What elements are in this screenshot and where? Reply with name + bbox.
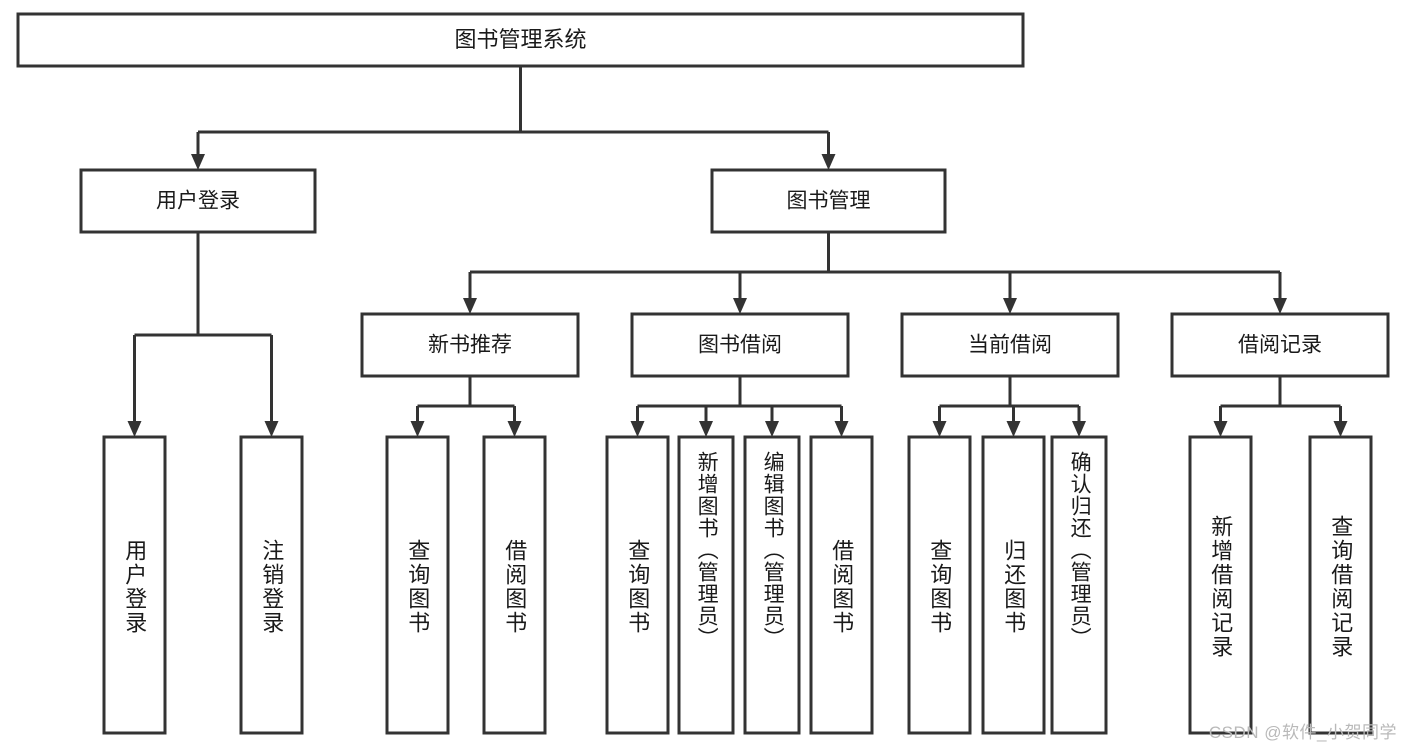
arrow-head-icon bbox=[1003, 298, 1017, 314]
node-box-current-borrow[interactable] bbox=[900, 312, 1120, 378]
node-box-borrow-record[interactable] bbox=[1170, 312, 1390, 378]
node-box-leaf-query-book-3[interactable] bbox=[907, 435, 972, 735]
node-box-leaf-query-record[interactable] bbox=[1308, 435, 1373, 735]
node-label-book-manage: 图书管理 bbox=[787, 190, 871, 213]
node-box-leaf-logout[interactable] bbox=[239, 435, 304, 735]
node-label-root: 图书管理系统 bbox=[454, 27, 586, 52]
node-label-user-login: 用户登录 bbox=[156, 190, 240, 213]
csdn-watermark: CSDN @软件_小贺同学 bbox=[1208, 723, 1397, 742]
node-box-leaf-query-book-2[interactable] bbox=[605, 435, 670, 735]
arrow-head-icon bbox=[1213, 421, 1228, 437]
arrow-head-icon bbox=[1006, 421, 1021, 437]
node-box-leaf-edit-book[interactable] bbox=[743, 435, 801, 735]
node-label-book-borrow: 图书借阅 bbox=[698, 334, 782, 357]
node-box-leaf-user-login[interactable] bbox=[102, 435, 167, 735]
node-box-leaf-return-book[interactable] bbox=[981, 435, 1046, 735]
node-box-root[interactable] bbox=[16, 12, 1025, 68]
arrow-head-icon bbox=[463, 298, 477, 314]
arrow-head-icon bbox=[127, 421, 142, 437]
arrow-head-icon bbox=[264, 421, 279, 437]
arrow-head-icon bbox=[733, 298, 747, 314]
node-box-layer bbox=[16, 12, 1390, 735]
node-label-current-borrow: 当前借阅 bbox=[968, 334, 1052, 357]
node-label-borrow-record: 借阅记录 bbox=[1238, 334, 1322, 357]
arrow-head-icon bbox=[765, 421, 779, 437]
arrow-head-icon bbox=[699, 421, 713, 437]
node-box-leaf-borrow-book-2[interactable] bbox=[809, 435, 874, 735]
node-box-book-borrow[interactable] bbox=[630, 312, 850, 378]
arrow-head-icon bbox=[507, 421, 522, 437]
arrow-head-icon bbox=[1333, 421, 1348, 437]
arrow-head-icon bbox=[1273, 298, 1287, 314]
arrow-head-icon bbox=[821, 154, 836, 170]
connector-layer bbox=[127, 66, 1348, 437]
node-box-leaf-query-book-1[interactable] bbox=[385, 435, 450, 735]
node-box-leaf-add-record[interactable] bbox=[1188, 435, 1253, 735]
arrow-head-icon bbox=[191, 154, 205, 170]
arrow-head-icon bbox=[630, 421, 645, 437]
node-box-leaf-add-book[interactable] bbox=[677, 435, 735, 735]
arrow-head-icon bbox=[932, 421, 947, 437]
arrow-head-icon bbox=[834, 421, 849, 437]
arrow-head-icon bbox=[1072, 421, 1086, 437]
node-label-new-book-rec: 新书推荐 bbox=[428, 334, 512, 357]
node-box-new-book-rec[interactable] bbox=[360, 312, 580, 378]
node-box-leaf-borrow-book-1[interactable] bbox=[482, 435, 547, 735]
node-box-leaf-confirm-return[interactable] bbox=[1050, 435, 1108, 735]
node-box-user-login[interactable] bbox=[79, 168, 317, 234]
node-box-book-manage[interactable] bbox=[710, 168, 947, 234]
arrow-head-icon bbox=[410, 421, 425, 437]
